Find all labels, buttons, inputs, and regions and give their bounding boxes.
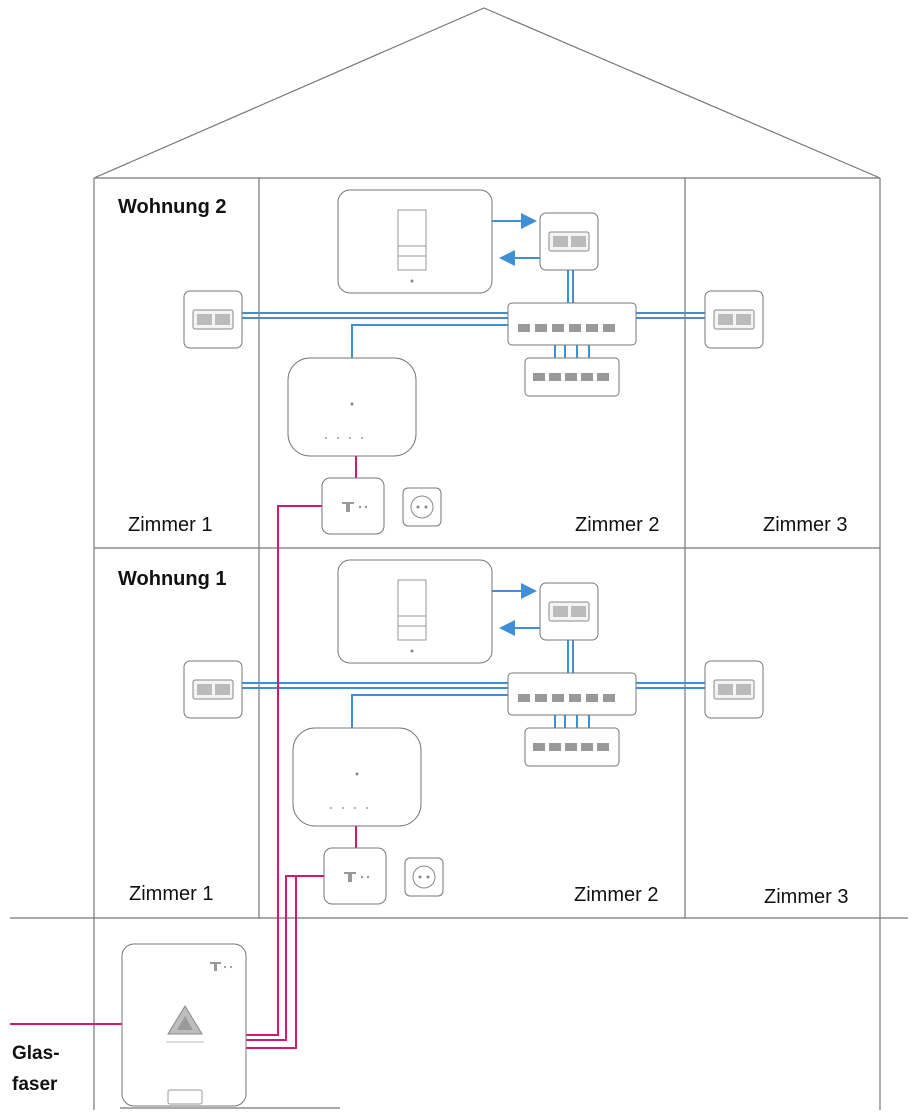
router-icon <box>287 357 417 457</box>
power-outlet-icon <box>402 487 442 527</box>
network-wall-socket-icon <box>704 290 764 349</box>
fiber-label-line-1: Glas- <box>12 1043 60 1064</box>
fiber-modem-icon <box>323 847 387 905</box>
apartment-title-wohnung-2: Wohnung 2 <box>118 196 227 218</box>
floor-wohnung-2 <box>183 189 764 535</box>
ethernet-cables <box>242 583 705 728</box>
fiber-distribution-box-icon <box>121 943 247 1107</box>
room-label-zimmer-3-upper: Zimmer 3 <box>763 514 848 536</box>
room-label-zimmer-1-upper: Zimmer 1 <box>128 514 213 536</box>
house-outline <box>10 7 908 1110</box>
fiber-label: Glas- faser <box>12 1038 60 1100</box>
router-icon <box>292 727 422 827</box>
room-label-zimmer-2-lower: Zimmer 2 <box>574 884 659 906</box>
apartment-title-wohnung-1: Wohnung 1 <box>118 568 227 590</box>
fiber-modem-icon <box>321 477 385 535</box>
fiber-cables <box>10 505 324 1049</box>
network-wall-socket-icon <box>183 660 243 719</box>
fiber-label-line-2: faser <box>12 1074 58 1095</box>
ethernet-switch-icon <box>524 357 620 397</box>
room-label-zimmer-1-lower: Zimmer 1 <box>129 883 214 905</box>
network-wall-socket-icon <box>539 212 599 271</box>
floor-wohnung-1 <box>183 559 764 905</box>
ethernet-switch-icon <box>507 302 637 346</box>
network-wall-socket-icon <box>183 290 243 349</box>
ethernet-switch-icon <box>524 727 620 767</box>
power-outlet-icon <box>404 857 444 897</box>
network-wall-socket-icon <box>539 582 599 641</box>
telekom-logo-icon <box>344 872 370 882</box>
room-label-zimmer-2-upper: Zimmer 2 <box>575 514 660 536</box>
network-wall-socket-icon <box>704 660 764 719</box>
ethernet-cables <box>242 213 705 358</box>
media-cabinet <box>337 559 493 664</box>
media-cabinet <box>337 189 493 294</box>
telekom-logo-icon <box>210 962 233 971</box>
telekom-logo-icon <box>342 502 368 512</box>
ethernet-switch-icon <box>507 672 637 716</box>
room-label-zimmer-3-lower: Zimmer 3 <box>764 886 849 908</box>
